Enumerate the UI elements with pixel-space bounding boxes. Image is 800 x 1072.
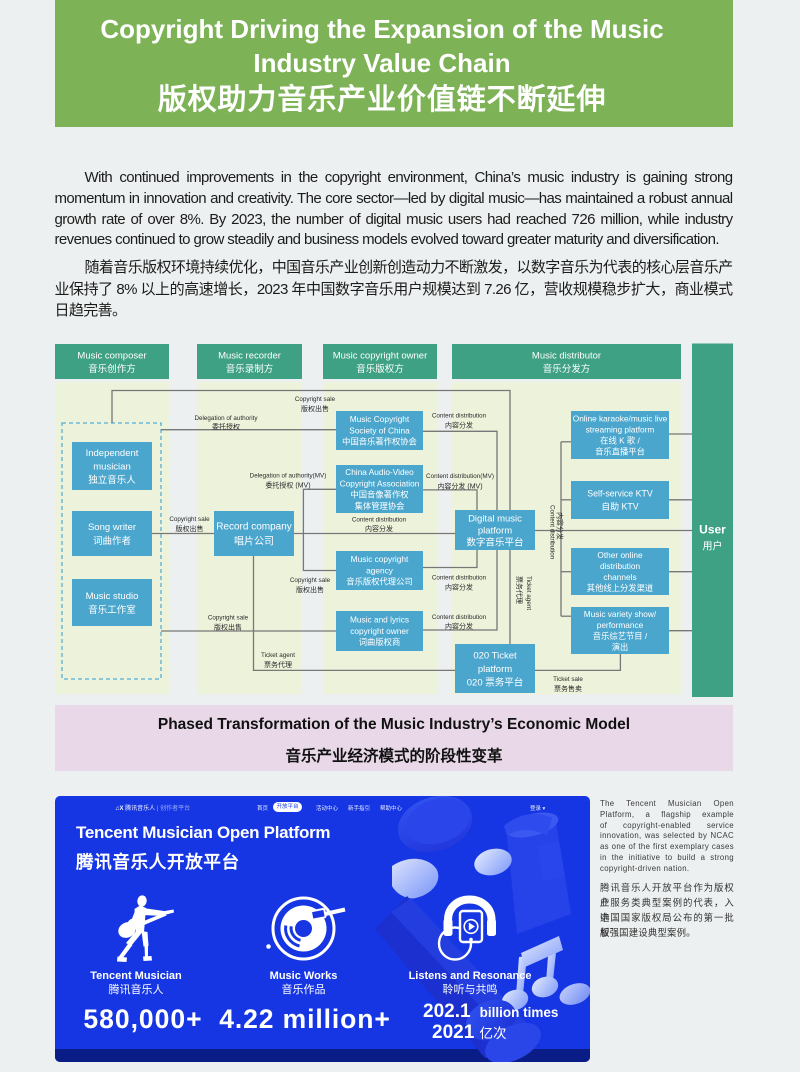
svg-text:数字音乐平台: 数字音乐平台: [466, 536, 523, 548]
svg-text:在线 K 歌 /: 在线 K 歌 /: [600, 435, 640, 445]
svg-text:版权出售: 版权出售: [214, 623, 242, 632]
svg-text:Delegation of authority(MV): Delegation of authority(MV): [250, 473, 327, 480]
svg-text:内容分发: 内容分发: [445, 622, 473, 631]
svg-text:Content distribution: Content distribution: [352, 517, 407, 524]
svg-text:票务售卖: 票务售卖: [554, 684, 582, 693]
svg-text:performance: performance: [597, 620, 644, 630]
svg-text:版权出售: 版权出售: [301, 404, 329, 413]
svg-text:Content distribution: Content distribution: [549, 505, 556, 560]
svg-text:Ticket agent: Ticket agent: [261, 652, 295, 659]
svg-text:票务代理: 票务代理: [515, 576, 524, 604]
svg-text:Independent: Independent: [86, 448, 139, 459]
svg-text:streaming platform: streaming platform: [586, 424, 655, 434]
svg-text:唱片公司: 唱片公司: [234, 535, 274, 548]
svg-text:用户: 用户: [703, 540, 723, 553]
svg-text:音乐工作室: 音乐工作室: [88, 604, 136, 616]
svg-text:内容分发: 内容分发: [365, 524, 393, 533]
svg-text:Content distribution: Content distribution: [432, 614, 487, 621]
svg-text:Other online: Other online: [597, 550, 643, 560]
svg-text:委托授权 (MV): 委托授权 (MV): [265, 481, 310, 490]
svg-text:channels: channels: [603, 572, 636, 582]
svg-text:platform: platform: [478, 664, 512, 675]
svg-text:音乐版权方: 音乐版权方: [356, 363, 404, 375]
svg-text:Music recorder: Music recorder: [218, 351, 281, 362]
svg-text:020 Ticket: 020 Ticket: [473, 650, 517, 661]
svg-text:Record company: Record company: [216, 522, 292, 533]
svg-text:音乐创作方: 音乐创作方: [88, 363, 136, 375]
svg-text:Copyright sale: Copyright sale: [208, 615, 249, 622]
svg-text:内容分发: 内容分发: [556, 512, 565, 540]
svg-text:版权出售: 版权出售: [296, 585, 324, 594]
svg-text:内容分发 (MV): 内容分发 (MV): [437, 482, 482, 491]
svg-text:Song writer: Song writer: [88, 522, 136, 533]
svg-text:演出: 演出: [612, 642, 629, 652]
svg-text:自助 KTV: 自助 KTV: [601, 501, 638, 512]
svg-text:Online karaoke/music live: Online karaoke/music live: [573, 413, 668, 423]
svg-text:Copyright Association: Copyright Association: [340, 478, 420, 488]
svg-text:中国音乐著作权协会: 中国音乐著作权协会: [342, 437, 417, 447]
svg-text:音乐直播平台: 音乐直播平台: [595, 446, 645, 456]
svg-text:版权出售: 版权出售: [176, 524, 204, 533]
svg-text:copyright owner: copyright owner: [350, 626, 409, 636]
svg-text:票务代理: 票务代理: [264, 660, 292, 669]
svg-text:Music and lyrics: Music and lyrics: [350, 615, 409, 625]
svg-text:Ticket agent: Ticket agent: [525, 576, 532, 610]
svg-text:Copyright sale: Copyright sale: [169, 516, 210, 523]
svg-text:Content distribution: Content distribution: [432, 413, 487, 420]
svg-text:Music composer: Music composer: [77, 351, 146, 362]
svg-text:Music copyright: Music copyright: [351, 554, 409, 564]
svg-text:User: User: [699, 523, 726, 537]
svg-text:agency: agency: [366, 565, 394, 575]
svg-text:Copyright sale: Copyright sale: [290, 577, 331, 584]
svg-text:音乐综艺节目 /: 音乐综艺节目 /: [593, 631, 648, 641]
svg-text:内容分发: 内容分发: [445, 421, 473, 430]
svg-text:音乐分发方: 音乐分发方: [543, 363, 591, 375]
svg-text:Music copyright owner: Music copyright owner: [333, 351, 428, 362]
svg-text:Content distribution(MV): Content distribution(MV): [426, 473, 494, 480]
svg-text:Self-service KTV: Self-service KTV: [587, 489, 653, 499]
svg-text:Copyright sale: Copyright sale: [295, 396, 336, 403]
svg-text:Music Copyright: Music Copyright: [350, 414, 410, 424]
svg-text:词曲版权商: 词曲版权商: [359, 637, 401, 647]
svg-text:Music studio: Music studio: [86, 591, 139, 602]
svg-text:musician: musician: [93, 461, 131, 472]
svg-text:Content distribution: Content distribution: [432, 575, 487, 582]
svg-text:Delegation of authority: Delegation of authority: [194, 415, 258, 422]
svg-text:distribution: distribution: [600, 561, 641, 571]
svg-text:platform: platform: [478, 525, 512, 536]
svg-text:Ticket sale: Ticket sale: [553, 676, 583, 683]
svg-text:词曲作者: 词曲作者: [93, 535, 131, 547]
svg-text:音乐录制方: 音乐录制方: [226, 363, 274, 375]
svg-text:中国音像著作权: 中国音像著作权: [350, 490, 409, 500]
svg-text:Digital music: Digital music: [468, 513, 522, 524]
svg-text:内容分发: 内容分发: [445, 583, 473, 592]
svg-text:音乐版权代理公司: 音乐版权代理公司: [346, 577, 412, 587]
svg-text:Music variety show/: Music variety show/: [584, 609, 657, 619]
svg-text:集体管理协会: 集体管理协会: [355, 501, 405, 511]
svg-text:委托授权: 委托授权: [212, 422, 240, 431]
svg-text:Society of China: Society of China: [349, 425, 410, 435]
svg-text:Music distributor: Music distributor: [532, 351, 601, 362]
svg-text:China Audio-Video: China Audio-Video: [345, 467, 414, 477]
svg-text:独立音乐人: 独立音乐人: [88, 474, 136, 486]
svg-text:020 票务平台: 020 票务平台: [467, 676, 524, 688]
svg-text:其他线上分发渠道: 其他线上分发渠道: [587, 583, 653, 593]
